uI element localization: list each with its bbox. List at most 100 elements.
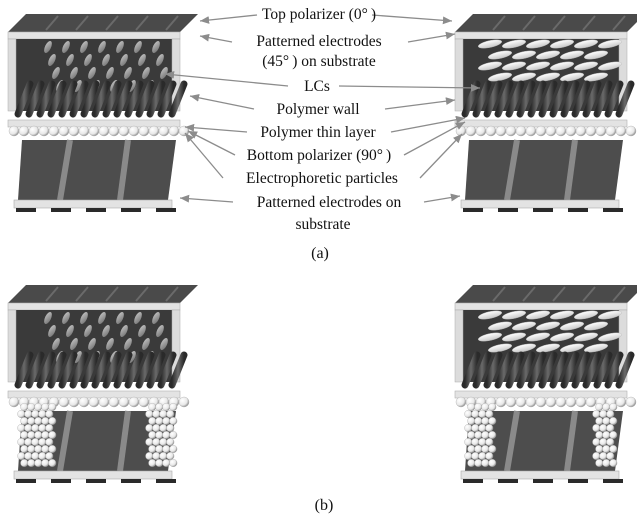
electrophoretic-particle — [595, 403, 604, 411]
polymer-thin-layer-particle — [515, 396, 527, 408]
electrophoretic-particle — [17, 452, 26, 460]
electrophoretic-particle — [41, 417, 50, 425]
lc-molecule — [88, 66, 96, 80]
label-lcs: LCs — [304, 78, 330, 95]
polymer-thin-layer-particle — [108, 125, 120, 137]
electrode-rod — [604, 351, 624, 389]
electrophoretic-particle — [471, 424, 480, 432]
electrophoretic-particle — [474, 459, 483, 467]
lc-molecule — [536, 50, 560, 60]
polymer-thin-layer-particle — [505, 396, 517, 408]
lc-molecule — [160, 66, 168, 80]
top-polarizer-plate — [455, 285, 637, 303]
lc-molecule — [598, 332, 622, 342]
lc-molecule — [52, 337, 60, 351]
lc-molecule — [70, 66, 78, 80]
lc-molecule — [478, 61, 502, 71]
lc-molecule — [512, 343, 536, 353]
electrophoretic-particle — [169, 459, 178, 467]
polymer-thin-layer-particle — [465, 125, 477, 137]
electrophoretic-particle — [606, 424, 615, 432]
electrophoretic-particle — [31, 410, 40, 418]
electrode-rod — [483, 80, 503, 118]
lower-electrode-pad — [568, 479, 588, 483]
electrophoretic-particle — [152, 438, 161, 446]
polymer-thin-layer-particle — [525, 125, 537, 137]
lower-electrode-pad — [86, 479, 106, 483]
electrophoretic-particle — [17, 410, 26, 418]
polymer-thin-layer-particle — [615, 396, 627, 408]
polymer-thin-layer-particle — [58, 396, 70, 408]
electrophoretic-particle — [148, 417, 157, 425]
electrophoretic-particle — [34, 445, 43, 453]
electrophoretic-particle — [602, 417, 611, 425]
lower-electrode-stripe — [57, 410, 73, 472]
electrophoretic-particle — [595, 445, 604, 453]
electrophoretic-particle — [478, 438, 487, 446]
electrode-rod — [102, 351, 122, 389]
lc-molecule — [152, 40, 160, 54]
top-electrode-stripe — [45, 286, 59, 302]
lower-electrode-pad — [51, 479, 71, 483]
polymer-thin-layer-particle — [555, 396, 567, 408]
lc-molecule — [156, 324, 164, 338]
electrophoretic-particle — [169, 417, 178, 425]
electrophoretic-particle — [145, 410, 154, 418]
top-polarizer-plate — [455, 14, 637, 32]
electrode-rod — [494, 80, 514, 118]
lc-molecule — [134, 311, 142, 325]
polymer-thin-layer-particle — [585, 396, 597, 408]
leader-arrow — [199, 14, 258, 24]
label-bottom-polarizer: Bottom polarizer (90° ) — [246, 147, 392, 164]
lc-molecule — [106, 337, 114, 351]
lc-molecule — [88, 337, 96, 351]
electrophoretic-particle — [599, 452, 608, 460]
lc-molecule — [98, 40, 106, 54]
lc-molecule — [574, 61, 598, 71]
leader-arrow — [199, 33, 233, 43]
lc-molecule — [478, 39, 502, 49]
electrophoretic-particle — [474, 417, 483, 425]
electrophoretic-particle — [41, 459, 50, 467]
polymer-thin-layer-particle — [455, 396, 467, 408]
electrophoretic-particle — [595, 417, 604, 425]
lc-molecule — [62, 40, 70, 54]
electrode-rod — [135, 351, 155, 389]
top-polarizer-plate — [8, 14, 198, 32]
electrophoretic-particle — [24, 438, 33, 446]
electrophoretic-particle — [464, 438, 473, 446]
lc-molecule — [584, 72, 608, 82]
polymer-thin-layer-particle — [58, 125, 70, 137]
electrophoretic-particle — [162, 459, 171, 467]
polymer-thin-layer-particle — [535, 125, 547, 137]
lower-electrode-stripe — [504, 410, 520, 472]
lower-electrode-stripe — [117, 410, 131, 472]
lc-molecule — [526, 39, 550, 49]
polymer-thin-layer-particle — [605, 125, 617, 137]
lc-molecule — [134, 40, 142, 54]
lower-electrode-stripe — [57, 139, 73, 201]
lc-molecule — [512, 72, 536, 82]
electrode-rod — [483, 351, 503, 389]
lc-molecule — [138, 53, 146, 67]
electrophoretic-particle — [471, 410, 480, 418]
lc-molecule — [84, 324, 92, 338]
polymer-thin-layer-particle — [78, 125, 90, 137]
lc-molecule — [560, 321, 584, 331]
electrode-rod — [135, 80, 155, 118]
lower-electrode-pad — [121, 208, 141, 212]
electrophoretic-particle — [148, 459, 157, 467]
electrophoretic-particle — [27, 431, 36, 439]
polymer-wall-left — [7, 38, 17, 112]
lc-molecule — [536, 72, 560, 82]
electrophoretic-particle — [38, 424, 47, 432]
electrophoretic-particle — [481, 417, 490, 425]
electrophoretic-particle — [481, 459, 490, 467]
lc-molecule — [80, 40, 88, 54]
label-patterned-electrodes-bottom-line2: substrate — [295, 216, 351, 233]
lower-electrode-stripe — [564, 139, 578, 201]
electrophoretic-particle — [48, 417, 57, 425]
lower-electrode-pad — [498, 208, 518, 212]
polymer-thin-layer-particle — [118, 125, 130, 137]
